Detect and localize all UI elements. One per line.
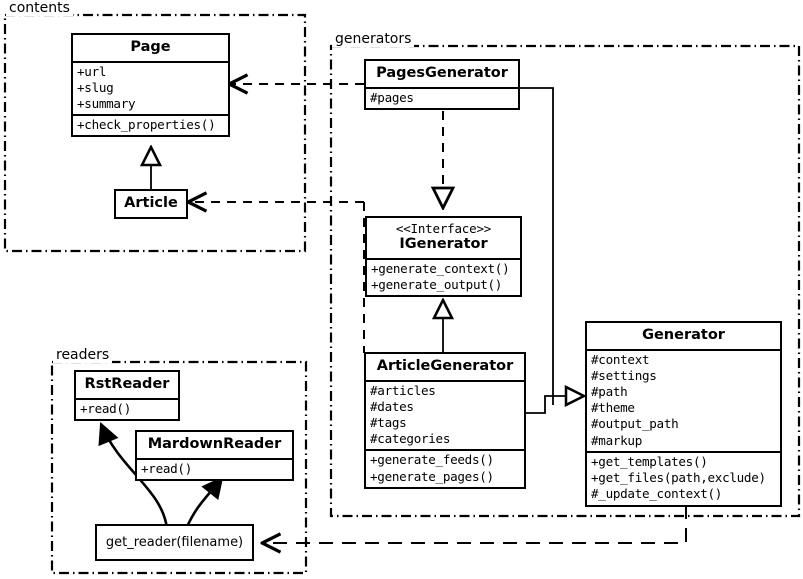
class-mardown-reader-operations: +read()	[137, 457, 292, 479]
class-mardown-reader[interactable]: MardownReader +read()	[135, 430, 294, 481]
attribute-row: #context	[591, 351, 650, 367]
class-page-attributes: +url +slug +summary	[73, 60, 228, 115]
class-generator-attributes: #context #settings #path #theme #output_…	[587, 348, 780, 451]
attribute-row: #theme	[591, 400, 635, 416]
attribute-row: #output_path	[591, 416, 679, 432]
attribute-row: #pages	[370, 89, 414, 105]
returns-getreader-mardownreader	[184, 476, 224, 530]
class-igenerator-stereotype: <<Interface>>	[395, 221, 492, 236]
attribute-row: #settings	[591, 367, 657, 383]
operation-row: +generate_pages()	[370, 468, 494, 484]
attribute-row: #tags	[370, 415, 407, 431]
operation-row: +get_files(path,exclude)	[591, 470, 766, 486]
class-generator-name: Generator	[642, 327, 725, 343]
attribute-row: #categories	[370, 431, 451, 447]
operation-row: +get_templates()	[591, 453, 708, 469]
generalization-articlegenerator-generator	[526, 395, 553, 414]
operation-row: +check_properties()	[77, 117, 216, 133]
function-get-reader[interactable]: get_reader(filename)	[95, 524, 254, 561]
attribute-row: +summary	[77, 96, 136, 112]
class-article-name: Article	[124, 195, 178, 211]
class-article-generator-name: ArticleGenerator	[376, 358, 514, 374]
class-igenerator-label: IGenerator	[399, 236, 488, 253]
function-get-reader-label: get_reader(filename)	[105, 535, 244, 550]
class-article-generator-attributes: #articles #dates #tags #categories	[366, 379, 524, 450]
operation-row: +generate_context()	[371, 261, 510, 277]
class-rst-reader-operations: +read()	[76, 397, 178, 419]
class-pages-generator[interactable]: PagesGenerator #pages	[364, 59, 520, 110]
attribute-row: #markup	[591, 432, 642, 448]
package-label-readers: readers	[53, 347, 113, 363]
class-generator-operations: +get_templates() +get_files(path,exclude…	[587, 450, 780, 505]
attribute-row: +url	[77, 63, 107, 79]
class-article-generator[interactable]: ArticleGenerator #articles #dates #tags …	[364, 352, 526, 489]
attribute-row: #path	[591, 384, 628, 400]
class-igenerator[interactable]: <<Interface>> IGenerator +generate_conte…	[365, 216, 522, 298]
class-mardown-reader-name: MardownReader	[147, 436, 282, 452]
operation-row: #_update_context()	[591, 486, 723, 502]
class-article-generator-operations: +generate_feeds() +generate_pages()	[366, 449, 524, 486]
class-page-operations: +check_properties()	[73, 114, 228, 135]
class-page-name: Page	[130, 39, 171, 55]
attribute-row: #articles	[370, 382, 436, 398]
package-label-generators: generators	[332, 31, 415, 47]
class-igenerator-operations: +generate_context() +generate_output()	[367, 258, 520, 295]
package-label-contents: contents	[6, 0, 73, 16]
class-article[interactable]: Article	[114, 189, 188, 219]
class-pages-generator-attributes: #pages	[366, 86, 518, 108]
attribute-row: +slug	[77, 79, 114, 95]
operation-row: +generate_feeds()	[370, 452, 494, 468]
class-rst-reader-name: RstReader	[84, 376, 170, 392]
operation-row: +read()	[141, 460, 192, 476]
class-generator[interactable]: Generator #context #settings #path #them…	[585, 321, 782, 507]
class-page[interactable]: Page +url +slug +summary +check_properti…	[71, 33, 230, 138]
attribute-row: #dates	[370, 398, 414, 414]
operation-row: +generate_output()	[371, 277, 503, 293]
class-igenerator-name: <<Interface>> IGenerator	[367, 218, 520, 258]
operation-row: +read()	[80, 400, 131, 416]
class-pages-generator-name: PagesGenerator	[376, 65, 508, 81]
dependency-generator-getreader	[264, 505, 687, 543]
class-rst-reader[interactable]: RstReader +read()	[74, 370, 180, 421]
